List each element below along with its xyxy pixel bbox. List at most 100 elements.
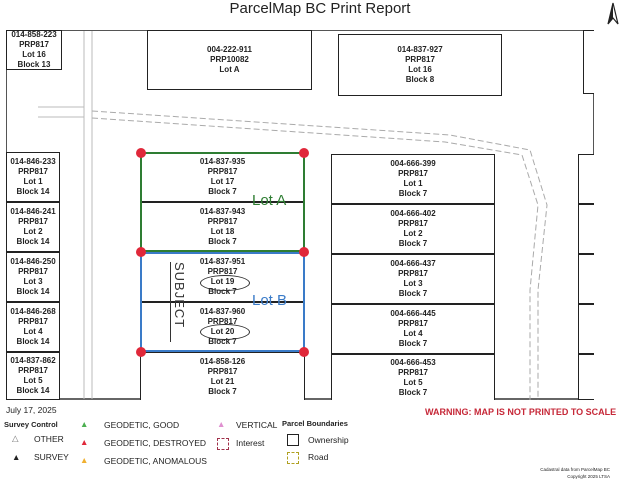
parcel-block: Block 7 [398,387,428,397]
parcel-block: Block 7 [208,337,237,346]
parcel-block: Block 7 [398,239,428,248]
parcel-lot: Lot 18 [210,227,235,236]
parcel-plan: PRP817 [207,317,238,326]
parcel-pid: 014-837-943 [199,207,246,216]
parcel-block: Block 7 [208,187,237,196]
legend-parcel-boundaries: Parcel Boundaries [282,419,348,428]
parcel-block: Block 14 [16,337,50,346]
legend-survey-control: Survey Control [4,420,58,429]
parcel-lot: Lot 2 [403,229,423,238]
parcel-lot: Lot 16 [22,50,46,59]
parcel-edge [583,30,594,94]
legend-other: OTHER [34,434,64,444]
parcel-pid: 004-666-453 [390,357,436,367]
legend-geodetic-destroyed: GEODETIC, DESTROYED [104,438,207,448]
parcel-pid: 014-846-241 [10,207,56,216]
survey-pin [299,247,309,257]
parcel-pid: 004-666-445 [390,309,436,318]
parcel-pid: 014-846-250 [10,257,56,266]
parcel-plan: PRP817 [18,317,48,326]
parcel-pid: 014-858-126 [199,356,246,366]
parcel-pid: 004-666-402 [390,209,436,218]
triangle-outline-icon: △ [12,433,19,443]
survey-pin [136,148,146,158]
survey-pin [136,247,146,257]
parcel-plan: PRP817 [398,269,428,278]
parcel-pid: 014-846-268 [10,307,56,316]
parcel-block: Block 7 [208,237,237,246]
parcel-lot: Lot 4 [403,329,423,338]
lot-a-boundary [140,152,305,252]
parcel-lot: Lot 21 [210,376,235,386]
parcel-pid: 004-666-399 [390,159,436,168]
parcel-pid: 014-837-951 [199,257,246,266]
parcel-block: Block 13 [17,60,51,69]
geodetic-anomalous-icon: ▲ [80,455,89,465]
parcel-pid: 014-837-862 [10,356,56,365]
parcel-plan: PRP817 [398,319,428,328]
subject-line [170,262,171,342]
parcel-plan: PRP817 [207,217,238,226]
parcel-block: Block 7 [398,339,428,348]
parcel-plan: PRP817 [18,267,48,276]
legend-vertical: VERTICAL [236,420,278,430]
parcel-pid: 004-222-911 [207,45,252,54]
geodetic-destroyed-icon: ▲ [80,437,89,447]
parcel-plan: PRP817 [398,219,428,228]
parcel-pid: 014-837-960 [199,307,246,316]
parcel-block: Block 7 [208,386,237,396]
legend-ownership: Ownership [308,435,349,445]
report-date: July 17, 2025 [6,405,57,415]
parcel-block: Block 14 [16,386,50,395]
copyright-text: Copyright 2025 LTSA [567,474,610,479]
parcel-plan: PRP817 [19,40,49,49]
legend-road: Road [308,452,329,462]
lot-b-boundary [140,252,305,352]
parcel-lot: Lot 4 [23,327,43,336]
parcel-plan: PRP10082 [210,55,249,64]
lot-a-label: Lot A [252,192,287,209]
road-icon [287,452,299,464]
parcel-lot: Lot 2 [23,227,43,236]
parcel-lot: Lot 3 [23,277,43,286]
parcel-block: Block 7 [208,287,237,296]
parcel-lot: Lot 5 [403,377,423,387]
interest-icon [217,438,229,450]
parcel-block: Block 14 [16,287,50,296]
parcel-edge [578,304,594,354]
parcel-pid: 014-858-223 [11,30,57,39]
parcel-plan: PRP817 [207,366,238,376]
survey-pin [299,148,309,158]
parcel-pid: 014-837-927 [397,45,443,54]
parcel-plan: PRP817 [18,217,48,226]
survey-pin [136,347,146,357]
legend-geodetic-good: GEODETIC, GOOD [104,420,180,430]
parcel-pid: 004-666-437 [390,259,436,268]
ownership-icon [287,434,299,446]
triangle-filled-icon: ▲ [12,452,21,462]
parcel-edge [578,254,594,304]
parcel-edge [578,354,594,400]
legend-geodetic-anomalous: GEODETIC, ANOMALOUS [104,456,207,466]
parcel-lot: Lot 17 [210,177,235,186]
parcel-plan: PRP817 [398,169,428,178]
north-arrow-icon [607,2,619,25]
credit-text: Cadastral data from ParcelMap BC [540,467,610,472]
